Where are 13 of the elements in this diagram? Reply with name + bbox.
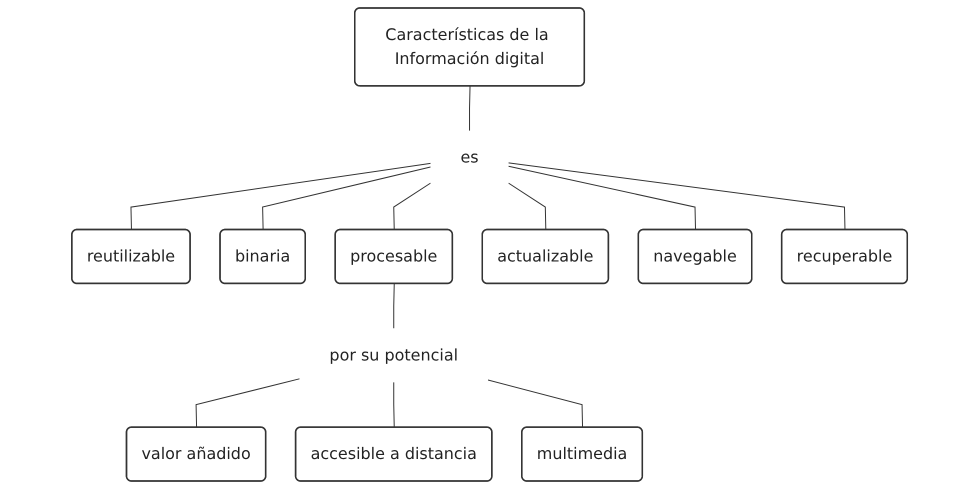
connector (508, 162, 846, 231)
connector (469, 86, 471, 132)
connector (394, 283, 396, 329)
connector (130, 162, 432, 231)
node-text: por su potencial (330, 345, 458, 364)
connector (262, 166, 432, 231)
connector (508, 182, 547, 231)
connector (196, 378, 300, 428)
node-text: es (460, 148, 480, 167)
connector (488, 380, 584, 428)
connector (394, 182, 432, 231)
connector (508, 166, 696, 231)
connector (394, 382, 396, 428)
